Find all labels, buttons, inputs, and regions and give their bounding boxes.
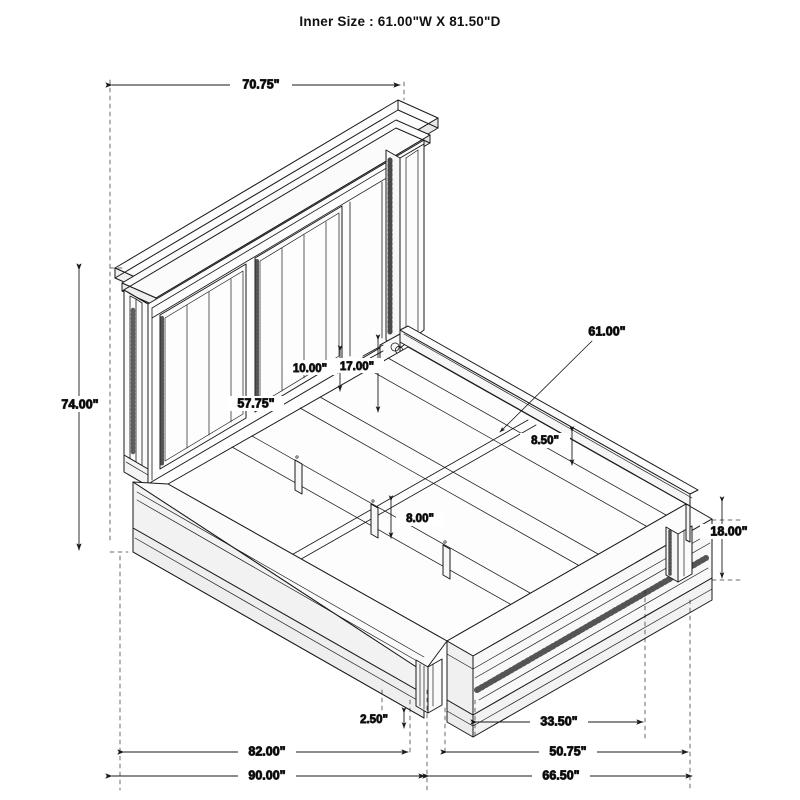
- dim-label-overall-length: 90.00": [248, 768, 285, 782]
- dim-label-overall-depth: 66.50": [542, 768, 579, 782]
- dim-inner-width: [499, 324, 634, 433]
- dim-rail-height: [520, 426, 575, 466]
- footboard: [446, 503, 713, 738]
- dimension-lines: 70.75" 74.00" 57.75" 10.00: [52, 74, 756, 791]
- dim-overall-length: [105, 767, 426, 783]
- dim-label-rail-drop: 17.00": [340, 361, 374, 373]
- dim-leg-height: [388, 495, 444, 539]
- dim-headboard-height: [52, 263, 108, 551]
- left-side-rail: [132, 481, 448, 719]
- dim-top-width: [105, 74, 401, 90]
- dim-overall-depth: [422, 767, 693, 783]
- dim-label-top-width: 70.75": [242, 77, 279, 91]
- dim-label-rail-height: 8.50": [531, 435, 559, 447]
- headboard: [114, 99, 439, 487]
- headboard-right-stile: [349, 181, 383, 357]
- corner-foot-post: [415, 658, 443, 714]
- dim-label-base-height: 2.50": [360, 714, 388, 726]
- dim-label-footboard-width: 50.75": [549, 744, 586, 758]
- dim-label-panel-width: 57.75": [237, 396, 274, 410]
- center-support-legs: [294, 455, 451, 580]
- dim-base-height: [348, 707, 407, 729]
- headboard-panel-left: [159, 263, 247, 470]
- dim-label-inner-width: 61.00": [588, 324, 625, 338]
- dim-side-inner: [117, 743, 409, 759]
- dim-label-headboard-height: 74.00": [61, 397, 98, 411]
- dim-label-leg-height: 8.00": [406, 513, 434, 525]
- page-title: Inner Size : 61.00"W X 81.50"D: [299, 14, 501, 29]
- dim-label-panel-gap: 10.00": [293, 363, 327, 375]
- dim-label-side-inner: 82.00": [248, 744, 285, 758]
- headboard-corner-post: [385, 143, 425, 349]
- dim-panel-width: [228, 396, 284, 411]
- dim-footboard-width: [440, 743, 689, 759]
- dim-rail-drop: [330, 334, 384, 413]
- headboard-left-post: [129, 295, 143, 479]
- dim-footboard-height: [700, 496, 756, 579]
- back-right-leg: [685, 503, 691, 543]
- dim-label-footboard-inner: 33.50": [540, 714, 577, 728]
- dim-label-footboard-height: 18.00": [710, 524, 747, 538]
- dim-footboard-inner: [470, 713, 644, 729]
- bed-frame: [132, 325, 713, 738]
